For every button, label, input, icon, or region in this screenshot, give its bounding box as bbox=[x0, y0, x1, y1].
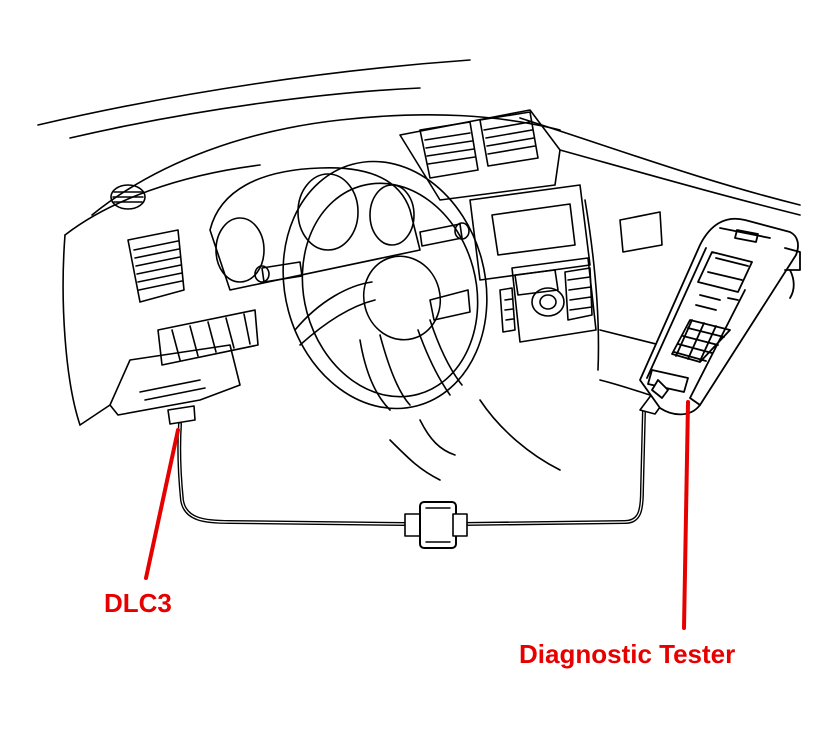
tester-leader-line bbox=[682, 400, 690, 630]
diagnostic-tester-device bbox=[639, 217, 801, 416]
diagnostic-tester-label: Diagnostic Tester bbox=[519, 639, 736, 669]
cable-assembly bbox=[177, 389, 669, 549]
dlc3-label: DLC3 bbox=[104, 588, 172, 618]
dashboard-drawing bbox=[37, 59, 801, 481]
dlc3-leader-line bbox=[144, 428, 180, 580]
callout-leaders bbox=[144, 400, 690, 630]
